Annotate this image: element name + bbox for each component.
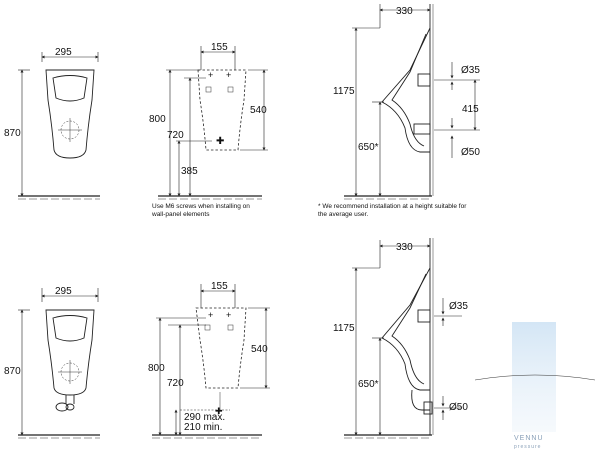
- svg-text:+: +: [226, 70, 231, 80]
- bottom-back-drain-min-label: 210 min.: [184, 422, 222, 433]
- top-side-note-line-1: * We recommend installation at a height …: [318, 203, 467, 210]
- bottom-front-view: 295 870: [4, 286, 100, 439]
- top-back-note-line-1: Use M6 screws when installing on: [152, 203, 250, 210]
- svg-text:+: +: [208, 70, 213, 80]
- watermark-bar: [512, 322, 556, 432]
- top-side-height-1175-label: 1175: [333, 86, 355, 97]
- top-side-spacing-label: 415: [462, 104, 479, 115]
- watermark-text: VENNU: [514, 435, 544, 442]
- bottom-front-urinal-outline: [45, 309, 95, 396]
- watermark: VENNU pressure: [474, 322, 596, 450]
- bottom-back-height-720-label: 720: [167, 378, 184, 389]
- bottom-side-depth-label: 330: [396, 242, 413, 253]
- bottom-front-trap: [65, 395, 75, 404]
- bottom-front-width-label: 295: [55, 286, 72, 297]
- bottom-side-height-1175-label: 1175: [333, 323, 355, 334]
- bottom-back-height-800-label: 800: [148, 363, 165, 374]
- top-back-width-label: 155: [211, 42, 228, 53]
- top-front-urinal-outline: [45, 69, 95, 159]
- svg-text:✚: ✚: [216, 136, 224, 147]
- top-side-height-650-label: 650*: [358, 142, 379, 153]
- top-back-height-385-label: 385: [181, 166, 198, 177]
- bottom-side-outlet-label: Ø50: [449, 402, 468, 413]
- top-front-height-label: 870: [4, 128, 21, 139]
- top-side-urinal-profile: [381, 27, 431, 153]
- bottom-side-height-650-label: 650*: [358, 379, 379, 390]
- bottom-front-height-label: 870: [4, 366, 21, 377]
- top-back-height-720-label: 720: [167, 130, 184, 141]
- bottom-side-trap: [411, 389, 430, 411]
- top-back-height-800-label: 800: [149, 114, 166, 125]
- svg-text:+: +: [208, 310, 213, 320]
- top-side-view: 330 1175 650* Ø35 415 Ø50 * We recommend…: [318, 4, 480, 218]
- top-side-depth-label: 330: [396, 6, 413, 17]
- bottom-back-view: 155 + + ✚ 800 720 540 290 max. 210 min.: [148, 281, 270, 439]
- bottom-back-drain-max-label: 290 max.: [184, 412, 225, 423]
- top-back-urinal-outline: [197, 69, 247, 151]
- bottom-side-inlet-label: Ø35: [449, 301, 468, 312]
- top-side-note-line-2: the average user.: [318, 211, 368, 218]
- bottom-back-urinal-outline: [195, 307, 247, 389]
- bottom-back-height-540-label: 540: [251, 344, 268, 355]
- svg-text:✚: ✚: [215, 406, 223, 416]
- top-back-view: 155 + + ✚ 800 720 540 385 Use M6 screws …: [149, 42, 268, 218]
- top-side-outlet-label: Ø50: [461, 147, 480, 158]
- bottom-back-width-label: 155: [211, 281, 228, 292]
- top-back-note-line-2: wall-panel elements: [151, 211, 210, 218]
- top-back-height-540-label: 540: [250, 105, 267, 116]
- top-front-width-label: 295: [55, 47, 72, 58]
- watermark-arc: [474, 374, 596, 381]
- bottom-side-view: 330 1175 650* Ø35 Ø50: [333, 238, 468, 439]
- bottom-side-urinal-profile: [381, 267, 431, 391]
- top-side-inlet-label: Ø35: [461, 65, 480, 76]
- top-front-view: 295 870: [4, 47, 100, 200]
- svg-text:+: +: [226, 310, 231, 320]
- watermark-subtext: pressure: [514, 444, 541, 450]
